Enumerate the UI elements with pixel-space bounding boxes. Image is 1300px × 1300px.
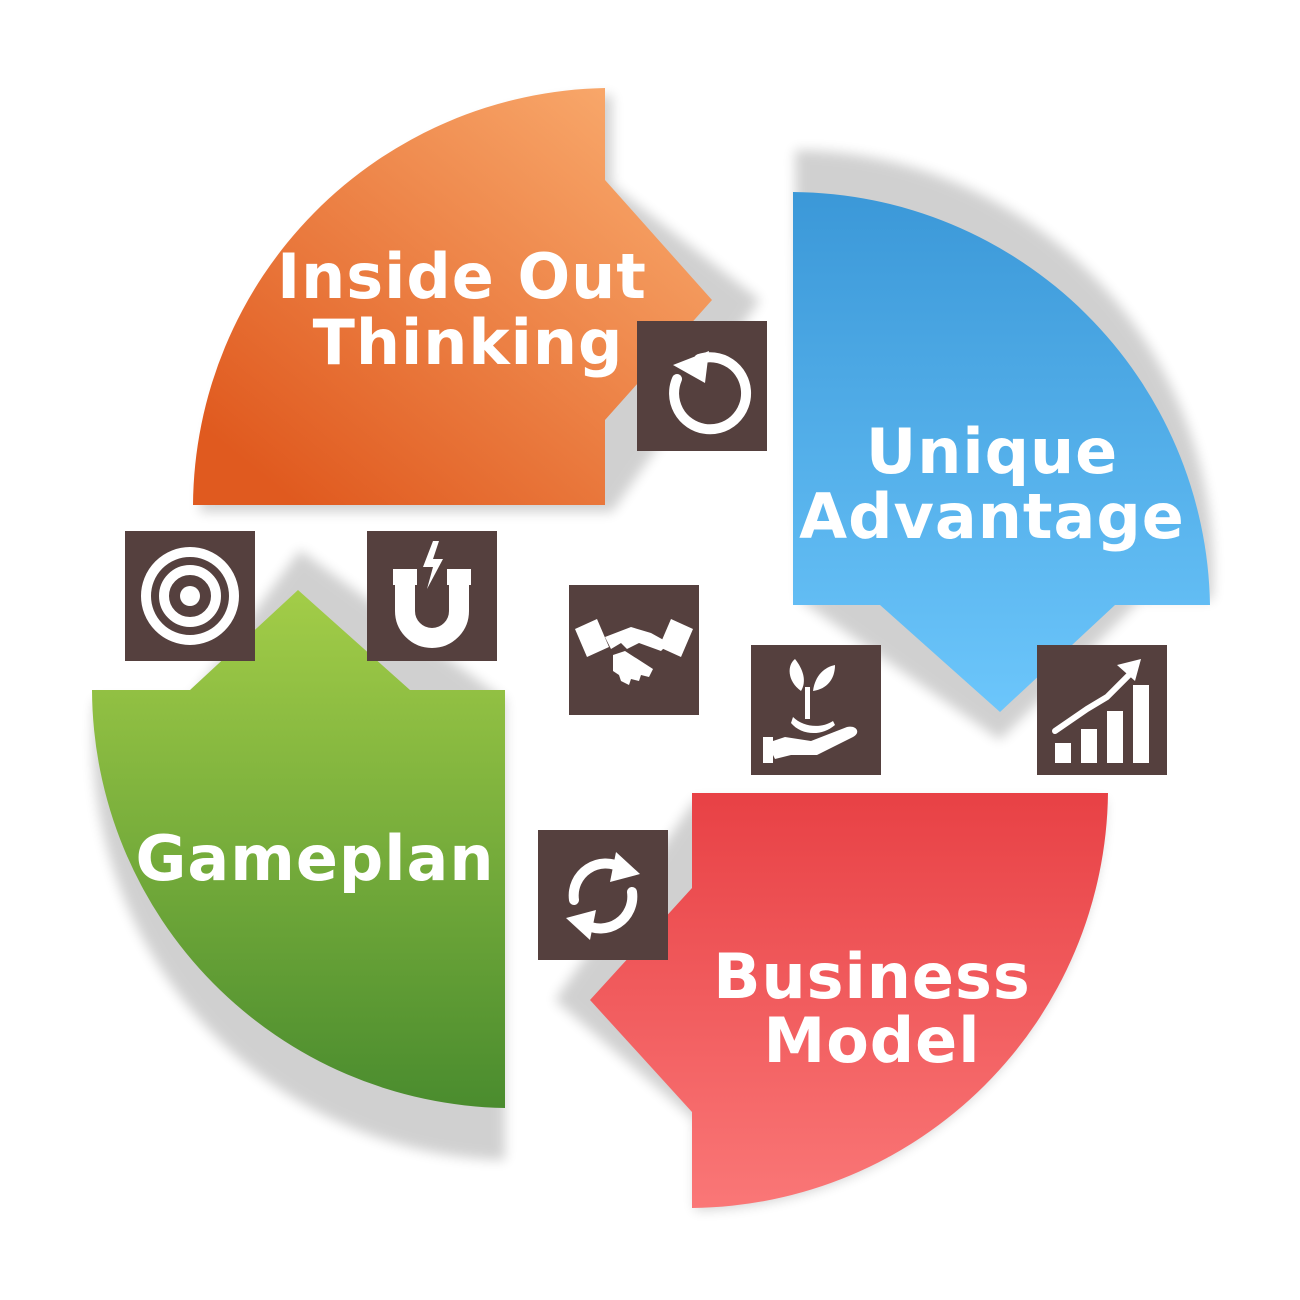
hand-sprout-icon [751, 645, 881, 775]
segment-gameplan-shape [92, 590, 505, 1108]
segment-label-business-line2: Model [764, 1004, 981, 1077]
segment-label-gameplan: Gameplan [136, 822, 495, 895]
segment-label-unique-line2: Advantage [799, 480, 1185, 553]
target-icon [125, 531, 255, 661]
segment-gameplan: Gameplan [92, 590, 505, 1108]
segment-unique-advantage-shape [793, 192, 1210, 712]
segment-label-business-line1: Business [713, 940, 1031, 1013]
sync-arrows-icon [538, 830, 668, 960]
refresh-arrow-icon [637, 321, 767, 451]
magnet-icon [367, 531, 497, 661]
segment-inside-out-thinking: Inside Out Thinking [193, 88, 712, 505]
handshake-icon [569, 585, 699, 715]
segment-label-unique-line1: Unique [866, 415, 1118, 488]
growth-chart-icon [1037, 645, 1167, 775]
segment-unique-advantage: Unique Advantage [793, 192, 1210, 712]
segment-label-inside-out-line2: Thinking [313, 306, 624, 379]
segment-inside-out-shape [193, 88, 712, 505]
segment-label-inside-out-line1: Inside Out [277, 240, 647, 313]
segment-business-model: Business Model [590, 793, 1108, 1208]
segment-business-model-shape [590, 793, 1108, 1208]
